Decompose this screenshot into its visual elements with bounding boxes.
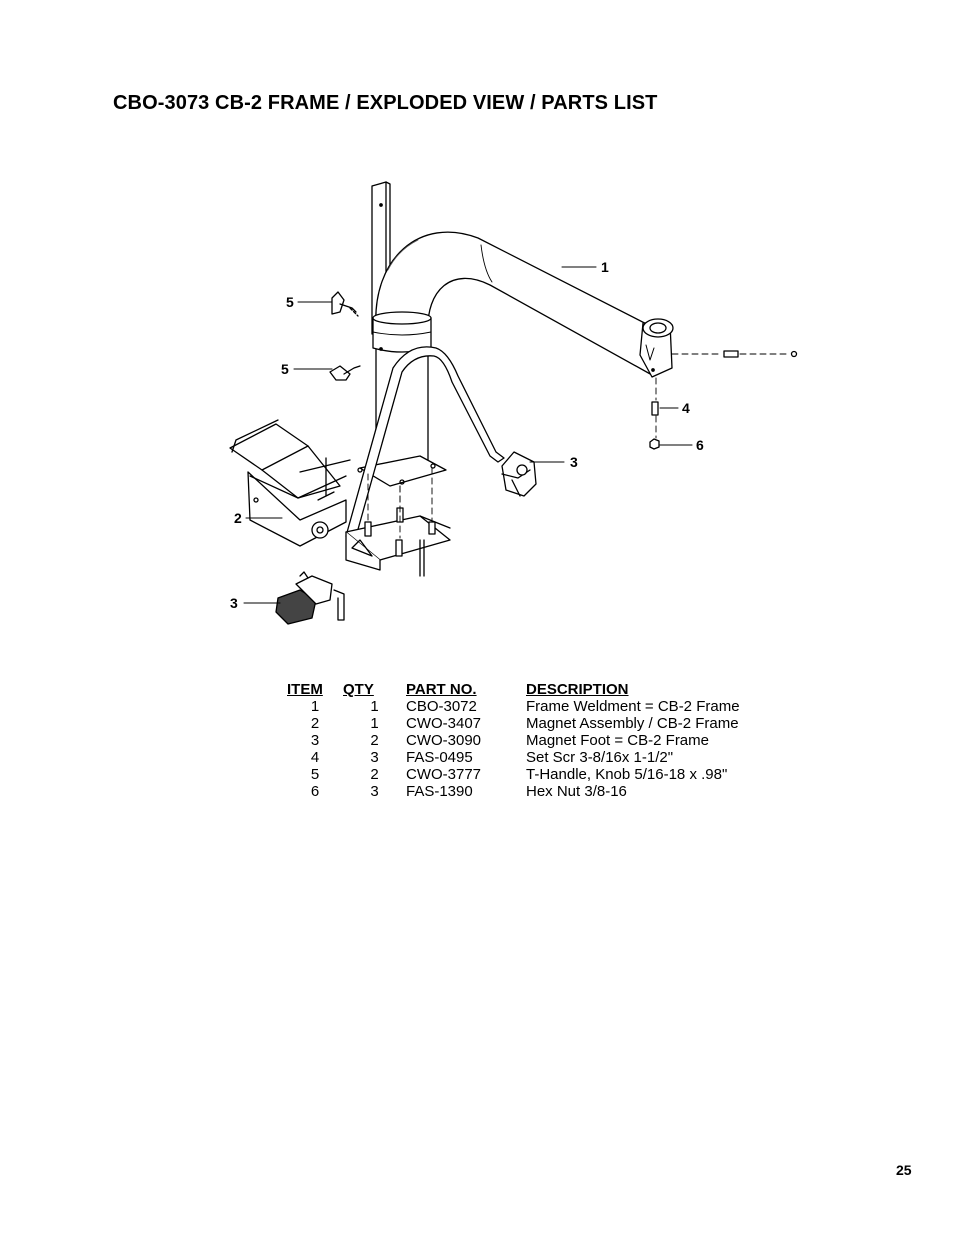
callout-item-3-left: 3 [230,595,238,611]
callout-item-4: 4 [682,400,690,416]
page-title: CBO-3073 CB-2 FRAME / EXPLODED VIEW / PA… [113,92,658,114]
exploded-view-diagram [229,181,798,625]
magnet-foot-right [501,451,537,497]
header-description: DESCRIPTION [526,681,629,698]
cell-qty: 2 [370,766,379,783]
t-handle-upper [331,291,359,317]
cell-description: Hex Nut 3/8-16 [526,783,627,800]
table-row: 1 1 CBO-3072 Frame Weldment = CB-2 Frame [287,698,766,715]
callout-item-5-lower: 5 [281,361,289,377]
cell-description: Magnet Assembly / CB-2 Frame [526,715,739,732]
cell-qty: 2 [370,732,379,749]
cell-part-no: CWO-3407 [406,715,482,732]
set-screws [651,350,798,416]
callout-item-3-right: 3 [570,454,578,470]
cell-qty: 1 [370,715,379,732]
t-handle-lower [329,365,361,381]
cell-part-no: FAS-0495 [406,749,473,766]
table-row: 2 1 CWO-3407 Magnet Assembly / CB-2 Fram… [287,715,766,732]
cell-part-no: CWO-3090 [406,732,482,749]
cell-description: Frame Weldment = CB-2 Frame [526,698,740,715]
parts-list-table: ITEM QTY PART NO. DESCRIPTION 1 1 CBO-30… [287,681,766,800]
assembly-lines [367,353,791,539]
table-row: 4 3 FAS-0495 Set Scr 3-8/16x 1-1/2" [287,749,766,766]
post-base-plate [357,455,447,487]
cell-part-no: FAS-1390 [406,783,473,800]
cell-part-no: CBO-3072 [406,698,477,715]
leader-lines [243,266,693,604]
callout-item-2: 2 [234,510,242,526]
cell-part-no: CWO-3777 [406,766,482,783]
cell-description: T-Handle, Knob 5/16-18 x .98" [526,766,728,783]
header-qty: QTY [343,681,374,698]
cell-item: 5 [310,766,320,783]
hex-nut [649,438,660,450]
cell-description: Set Scr 3-8/16x 1-1/2" [526,749,674,766]
cell-qty: 3 [370,783,379,800]
cell-description: Magnet Foot = CB-2 Frame [526,732,709,749]
table-header-row: ITEM QTY PART NO. DESCRIPTION [287,681,766,698]
cell-item: 4 [310,749,320,766]
cell-item: 6 [310,783,320,800]
callout-item-1: 1 [601,259,609,275]
header-item: ITEM [287,681,323,698]
header-part-no: PART NO. [406,681,477,698]
table-row: 6 3 FAS-1390 Hex Nut 3/8-16 [287,783,766,800]
page-number: 25 [896,1162,912,1178]
support-rod [345,346,505,541]
magnet-assembly [229,419,451,577]
table-row: 5 2 CWO-3777 T-Handle, Knob 5/16-18 x .9… [287,766,766,783]
callout-item-5-upper: 5 [286,294,294,310]
plate-bolts [364,507,436,557]
magnet-foot-left [275,571,345,625]
table-row: 3 2 CWO-3090 Magnet Foot = CB-2 Frame [287,732,766,749]
cell-item: 1 [310,698,320,715]
callout-item-6: 6 [696,437,704,453]
cell-qty: 1 [370,698,379,715]
cell-item: 2 [310,715,320,732]
cell-qty: 3 [370,749,379,766]
cell-item: 3 [310,732,320,749]
